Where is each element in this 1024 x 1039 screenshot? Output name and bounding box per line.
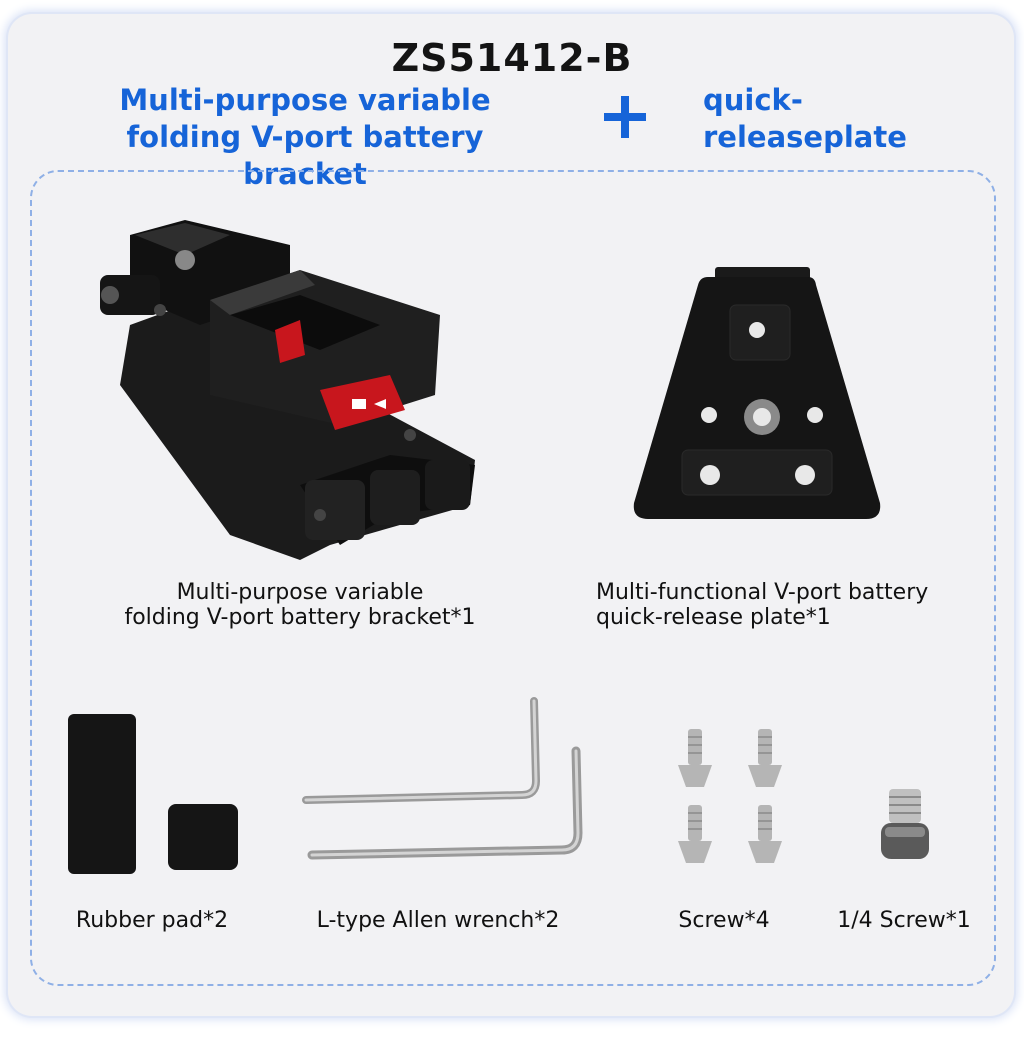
quick-release-plate-image	[633, 267, 881, 519]
plus-icon	[604, 96, 646, 138]
screw-image	[678, 729, 782, 863]
plate-caption-line1: Multi-functional V-port battery	[596, 580, 929, 605]
header-plate-name: quick- releaseplate	[703, 82, 963, 156]
rubber-pad-caption: Rubber pad*2	[75, 908, 229, 933]
header-plate-line2: releaseplate	[703, 120, 907, 154]
rubber-pad-image	[68, 714, 238, 874]
battery-bracket-image	[100, 220, 475, 560]
bracket-caption-line1: Multi-purpose variable	[176, 580, 424, 605]
plate-caption: Multi-functional V-port battery quick-re…	[596, 580, 996, 630]
header-bracket-line1: Multi-purpose variable	[119, 83, 491, 117]
plate-caption-line2: quick-release plate*1	[596, 605, 831, 630]
header-plate-line1: quick-	[703, 83, 803, 117]
quarter-screw-image	[881, 789, 929, 859]
header-bracket-line2: folding V-port battery bracket	[126, 120, 484, 191]
product-model-title: ZS51412-B	[391, 36, 633, 80]
allen-wrench-caption: L-type Allen wrench*2	[316, 908, 560, 933]
bracket-caption: Multi-purpose variable folding V-port ba…	[100, 580, 500, 630]
allen-wrench-image	[302, 697, 583, 860]
contents-panel	[30, 170, 996, 986]
bracket-caption-line2: folding V-port battery bracket*1	[124, 605, 476, 630]
header-bracket-name: Multi-purpose variable folding V-port ba…	[80, 82, 530, 193]
screw-caption: Screw*4	[678, 908, 770, 933]
quarter-screw-caption: 1/4 Screw*1	[837, 908, 971, 933]
